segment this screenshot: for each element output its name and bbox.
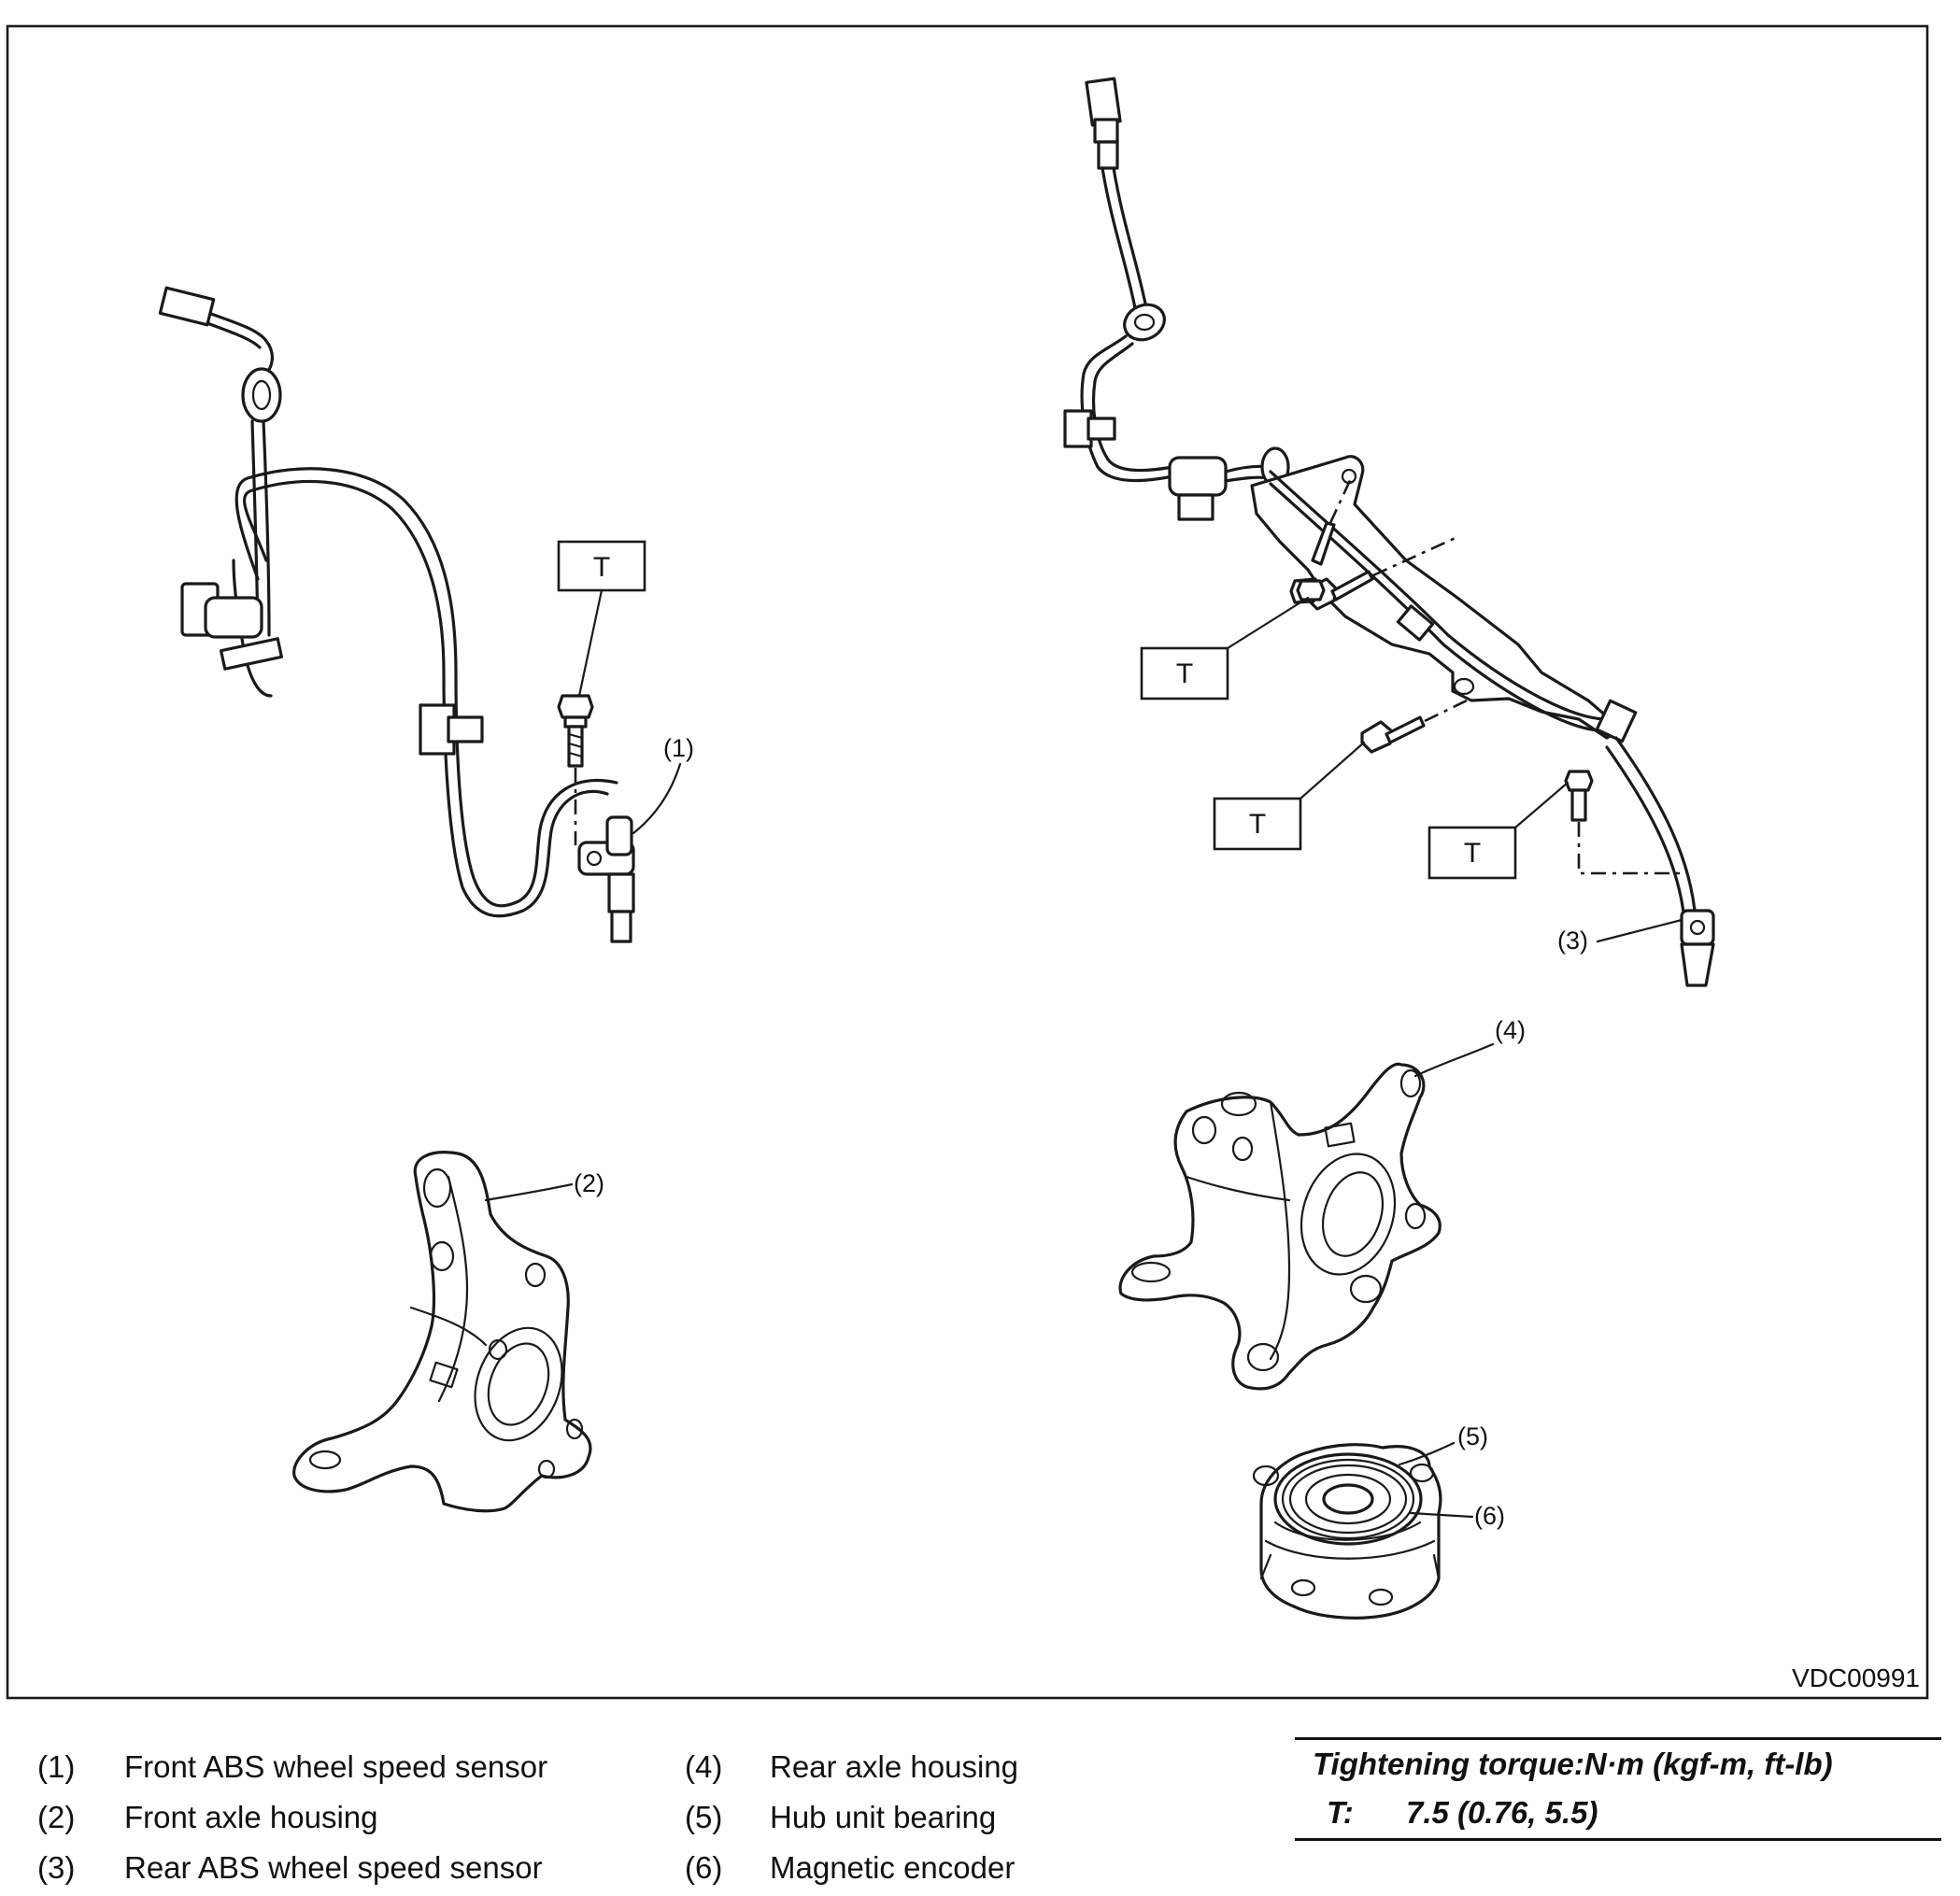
svg-text:(2): (2) (574, 1169, 604, 1197)
torque-rule-top (1295, 1737, 1941, 1740)
svg-text:(3): (3) (1557, 927, 1588, 955)
rear-axle-housing (1118, 1062, 1442, 1391)
svg-text:(5): (5) (1457, 1422, 1488, 1450)
torque-label: T: (1327, 1795, 1354, 1830)
rear-abs-sensor-harness (1063, 77, 1715, 987)
torque-box-rear-2: T (1213, 741, 1366, 851)
diagram-frame (6, 24, 1929, 1700)
torque-value: 7.5 (0.76, 5.5) (1406, 1795, 1598, 1830)
front-axle-housing (292, 1151, 592, 1513)
legend-item-2: (2) Front axle housing (37, 1800, 378, 1834)
legend-item-4: (4) Rear axle housing (685, 1749, 1018, 1784)
callout-2: (2) (484, 1169, 604, 1202)
torque-box-rear-3: T (1427, 781, 1569, 880)
svg-text:T: T (1249, 809, 1266, 840)
callout-4: (4) (1413, 1016, 1526, 1078)
legend-item-5: (5) Hub unit bearing (685, 1800, 997, 1834)
callout-3: (3) (1557, 918, 1683, 955)
svg-text:(6): (6) (1474, 1502, 1505, 1530)
svg-text:(1): (1) (663, 734, 694, 762)
svg-text:T: T (1176, 658, 1193, 689)
torque-box-label: T (593, 552, 610, 583)
callout-1: (1) (632, 734, 694, 835)
legend-item-6: (6) Magnetic encoder (685, 1850, 1016, 1885)
callout-5: (5) (1398, 1422, 1488, 1466)
torque-heading: Tightening torque:N·m (kgf-m, ft-lb) (1313, 1747, 1833, 1781)
torque-box-rear-1: T (1140, 596, 1310, 700)
svg-text:(4): (4) (1495, 1016, 1526, 1044)
front-abs-sensor-harness (158, 286, 635, 943)
legend-item-3: (3) Rear ABS wheel speed sensor (37, 1850, 543, 1885)
legend-item-1: (1) Front ABS wheel speed sensor (37, 1749, 548, 1784)
svg-text:T: T (1464, 838, 1481, 869)
hub-unit-bearing (1252, 1443, 1442, 1620)
torque-rule-bottom (1295, 1838, 1941, 1841)
torque-box-front: T (557, 540, 646, 698)
callout-6: (6) (1409, 1502, 1505, 1530)
figure-code: VDC00991 (1792, 1663, 1920, 1692)
